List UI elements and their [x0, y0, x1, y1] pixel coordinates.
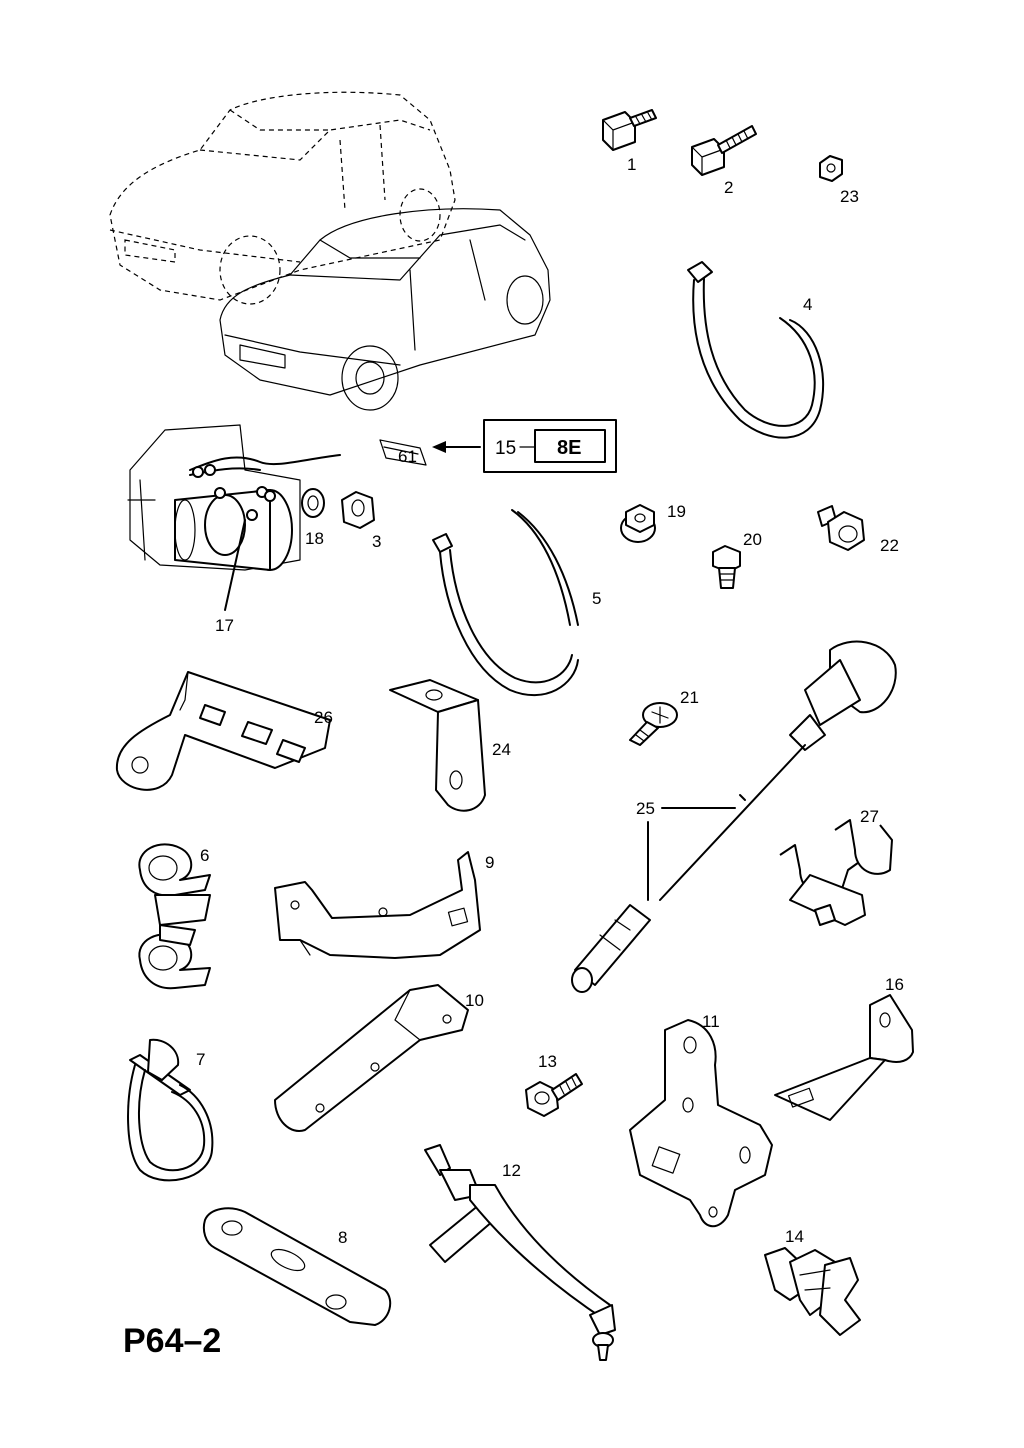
callout-7: 7: [196, 1050, 205, 1069]
callout-4: 4: [803, 295, 812, 314]
label-box-15: 15 8E: [483, 419, 617, 473]
callout-26: 26: [314, 708, 333, 727]
callout-16: 16: [885, 975, 904, 994]
flange-nut-19-icon: [620, 504, 656, 543]
screw-21-icon: [629, 702, 678, 746]
callout-24: 24: [492, 740, 511, 759]
callout-18: 18: [305, 529, 324, 548]
arrow-to-label: [432, 441, 481, 453]
callout-11: 11: [702, 1012, 720, 1031]
callout-12: 12: [502, 1161, 521, 1180]
bolt-13-icon: [525, 1073, 583, 1117]
bracket-16-icon: [774, 994, 914, 1121]
sheet-label: P64–2: [123, 1322, 221, 1360]
label-box-ref: 15: [495, 438, 516, 459]
label-tag-text: 61: [398, 447, 417, 466]
callout-9: 9: [485, 853, 494, 872]
bracket-11-icon: [629, 1019, 773, 1228]
callout-6: 6: [200, 846, 209, 865]
callout-21: 21: [680, 688, 699, 707]
car-illustration: [109, 91, 551, 411]
callout-5: 5: [592, 589, 601, 608]
cable-tie-5-icon: [432, 509, 579, 697]
starter-assembly-17-icon: [127, 424, 341, 611]
callout-25: 25: [636, 799, 655, 818]
plate-8-icon: [202, 1207, 392, 1326]
callout-3: 3: [372, 532, 381, 551]
sensor-25-icon: [571, 640, 897, 993]
label-sticker-icon: 61: [379, 439, 427, 466]
cable-tie-4-icon: [687, 261, 825, 439]
bolt-1-icon: [602, 109, 657, 151]
bracket-26-icon: [115, 671, 331, 791]
bracket-12-icon: [424, 1144, 616, 1361]
clip-27-icon: [779, 819, 893, 926]
callout-19: 19: [667, 502, 686, 521]
callout-13: 13: [538, 1052, 557, 1071]
callout-14: 14: [785, 1227, 804, 1246]
callout-10: 10: [465, 991, 484, 1010]
nut-3-icon: [341, 491, 375, 529]
label-box-code: 8E: [557, 437, 581, 459]
nut-23-icon: [819, 155, 843, 182]
bracket-24-icon: [389, 679, 486, 812]
washer-18-icon: [301, 488, 325, 518]
clip-14-icon: [764, 1247, 861, 1336]
callout-27: 27: [860, 807, 879, 826]
callout-2: 2: [724, 178, 733, 197]
callout-20: 20: [743, 530, 762, 549]
cable-tie-7-icon: [127, 1038, 214, 1182]
callout-17: 17: [215, 616, 234, 635]
bolt-20-icon: [712, 545, 741, 589]
callout-22: 22: [880, 536, 899, 555]
callout-23: 23: [840, 187, 859, 206]
bracket-9-icon: [274, 851, 481, 959]
callout-1: 1: [627, 155, 636, 174]
callout-8: 8: [338, 1228, 347, 1247]
bolt-22-icon: [817, 505, 865, 551]
bracket-10-icon: [274, 984, 469, 1132]
bolt-2-icon: [691, 125, 757, 176]
clip-6-icon: [138, 843, 211, 990]
